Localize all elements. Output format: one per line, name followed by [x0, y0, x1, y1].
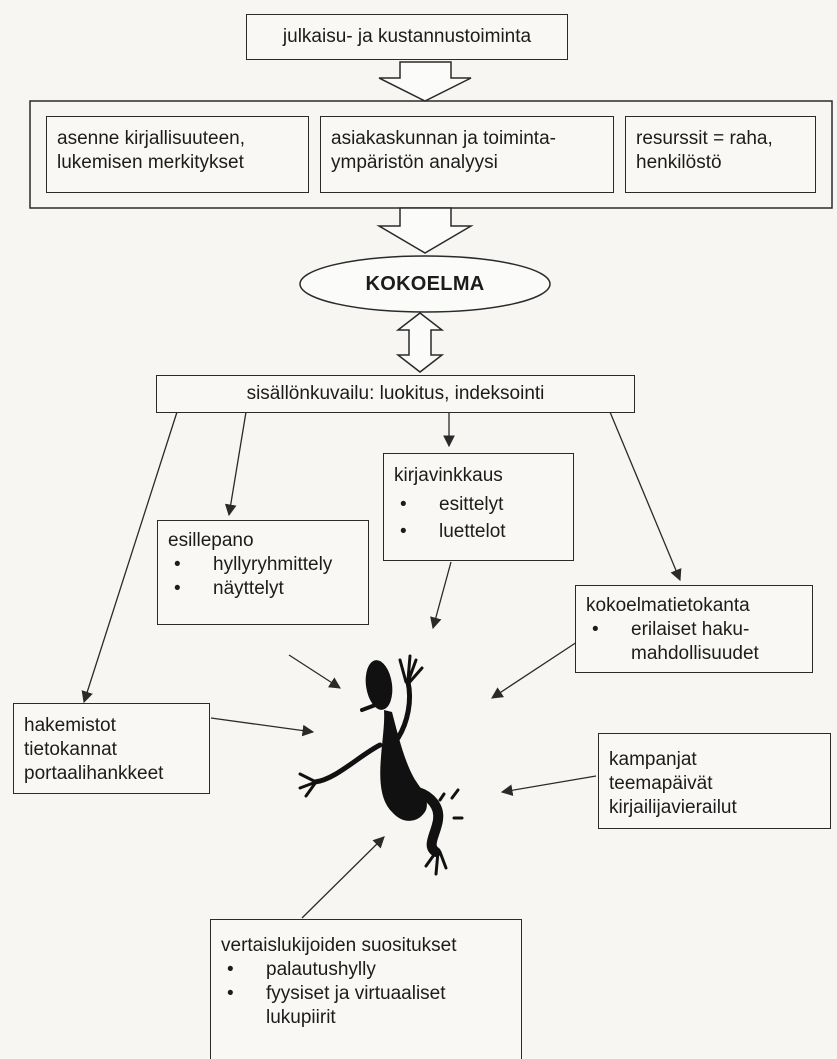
factor-line: lukemisen merkitykset	[57, 152, 244, 173]
reader-figure-icon	[298, 654, 464, 876]
list-item: hyllyryhmittely	[168, 553, 358, 577]
hollow-arrow-down-icon	[376, 207, 474, 254]
factor-box-attitude: asenne kirjallisuuteen, lukemisen merkit…	[46, 116, 309, 193]
arrow-hakemistot-to-reader	[210, 717, 315, 737]
esillepano-title: esillepano	[168, 530, 254, 551]
list-item: palautushylly	[221, 958, 511, 982]
publishing-box: julkaisu- ja kustannustoiminta	[246, 14, 568, 60]
list-item: esittelyt	[394, 491, 563, 518]
kirjavinkkaus-box: kirjavinkkaus esittelyt luettelot	[383, 453, 574, 561]
publishing-label: julkaisu- ja kustannustoiminta	[282, 26, 532, 47]
factor-line: asenne kirjallisuuteen,	[57, 128, 246, 149]
kampanjat-line: kampanjat	[609, 749, 697, 770]
hollow-arrow-down-icon	[378, 61, 472, 102]
kokoelma-label: KOKOELMA	[365, 272, 485, 295]
list-item: näyttelyt	[168, 577, 358, 601]
arrow-kampanjat-to-reader	[500, 775, 597, 797]
arrow-to-hakemistot	[81, 411, 178, 704]
arrow-vertais-to-reader	[301, 836, 385, 919]
hakemistot-line: tietokannat	[24, 739, 117, 760]
factor-line: henkilöstö	[636, 152, 722, 173]
arrow-esillepano-to-reader	[288, 654, 341, 689]
list-item-continuation: lukupiirit	[266, 1007, 336, 1028]
kirjavinkkaus-title: kirjavinkkaus	[394, 465, 503, 486]
list-item-continuation: mahdollisuudet	[631, 643, 759, 664]
vertais-title: vertaislukijoiden suositukset	[221, 935, 457, 956]
hakemistot-box: hakemistot tietokannat portaalihankkeet	[13, 703, 210, 794]
content-description-label: sisällönkuvailu: luokitus, indeksointi	[246, 383, 545, 404]
arrow-kokoelmatietokanta-to-reader	[491, 641, 578, 699]
content-description-box: sisällönkuvailu: luokitus, indeksointi	[156, 375, 635, 413]
vertais-box: vertaislukijoiden suositukset palautushy…	[210, 919, 522, 1059]
list-item: erilaiset haku-	[586, 618, 802, 642]
kampanjat-line: kirjailijavierailut	[609, 797, 737, 818]
factor-box-analysis: asiakaskunnan ja toiminta- ympäristön an…	[320, 116, 614, 193]
kokoelma-ellipse	[299, 255, 551, 313]
factor-line: ympäristön analyysi	[331, 152, 498, 173]
list-item: fyysiset ja virtuaaliset	[221, 982, 511, 1006]
hollow-double-arrow-icon	[395, 312, 445, 373]
kampanjat-line: teemapäivät	[609, 773, 713, 794]
esillepano-box: esillepano hyllyryhmittely näyttelyt	[157, 520, 369, 625]
kokoelmatietokanta-title: kokoelmatietokanta	[586, 595, 750, 616]
factor-line: asiakaskunnan ja toiminta-	[331, 128, 556, 149]
kampanjat-box: kampanjat teemapäivät kirjailijavierailu…	[598, 733, 831, 829]
factor-box-resources: resurssit = raha, henkilöstö	[625, 116, 816, 193]
arrow-to-esillepano	[224, 411, 247, 517]
hakemistot-line: hakemistot	[24, 715, 116, 736]
factor-line: resurssit = raha,	[636, 128, 773, 149]
list-item: luettelot	[394, 518, 563, 545]
arrow-kirjavinkkaus-to-reader	[430, 561, 452, 630]
kokoelmatietokanta-box: kokoelmatietokanta erilaiset haku- mahdo…	[575, 585, 813, 673]
arrow-to-kokoelmatietokanta	[609, 411, 682, 582]
hakemistot-line: portaalihankkeet	[24, 763, 164, 784]
